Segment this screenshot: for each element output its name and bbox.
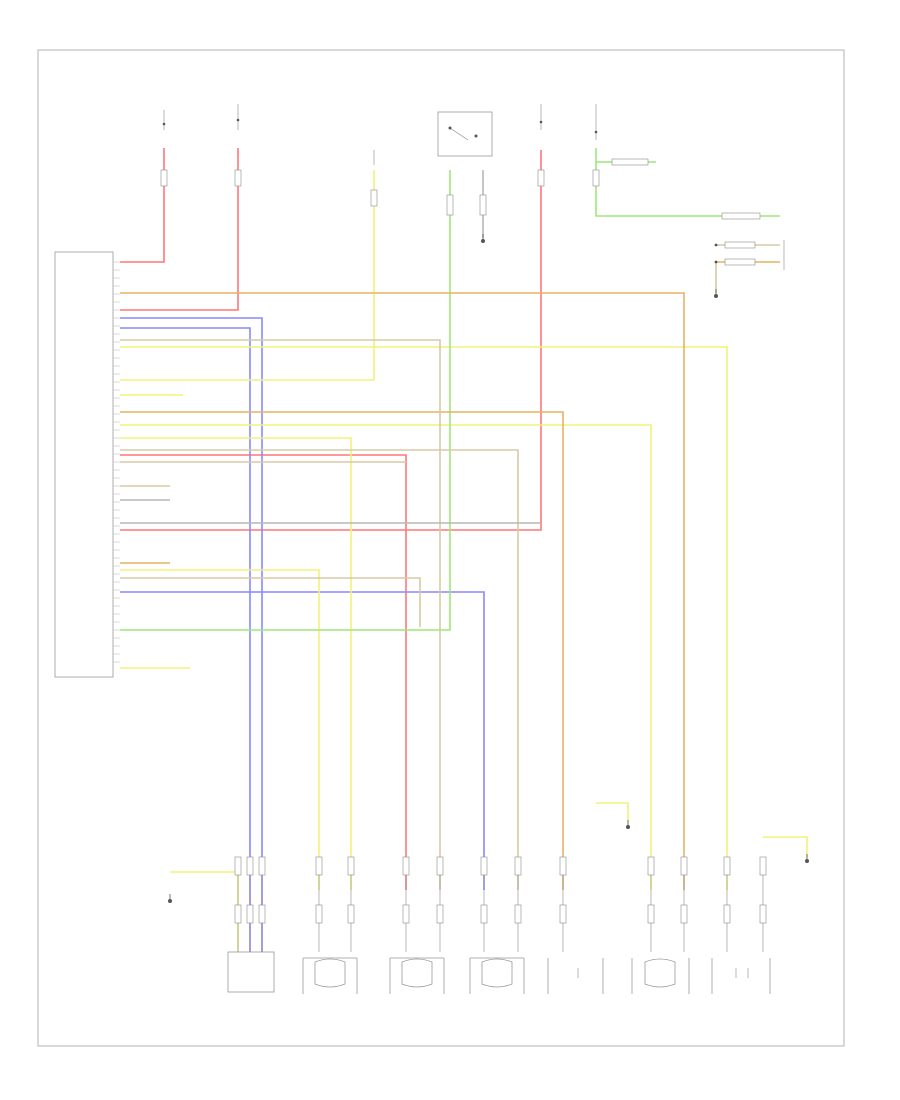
wire-tan-5 xyxy=(120,577,421,627)
speaker-rear-left xyxy=(469,957,525,994)
connector-lower xyxy=(436,904,444,924)
connector-lower xyxy=(347,904,355,924)
wire-yellow-3 xyxy=(120,424,652,890)
tweeter-front-right xyxy=(547,958,604,994)
control-module xyxy=(54,251,120,678)
wire-yellow-5 xyxy=(120,569,320,890)
ground-node xyxy=(626,825,630,829)
wire-tan-2 xyxy=(120,449,519,890)
wire-yellow-6 xyxy=(170,871,239,952)
connector-lower xyxy=(680,904,688,924)
wire-red-1 xyxy=(120,148,165,263)
connector-upper xyxy=(436,856,444,876)
wire-green-2 xyxy=(595,148,780,217)
wire-yellow-4 xyxy=(120,437,352,890)
connector-upper xyxy=(647,856,655,876)
connector-lower xyxy=(480,904,488,924)
connector-upper xyxy=(315,856,323,876)
junction-top-right xyxy=(592,104,785,270)
tweeter-front-left xyxy=(711,958,771,994)
ground-symbol-1 xyxy=(481,234,485,243)
switch-top xyxy=(370,150,378,207)
wire-blue-1 xyxy=(120,317,263,952)
connector-upper xyxy=(480,856,488,876)
speaker-front-left xyxy=(302,957,358,994)
ground-symbol-4 xyxy=(626,820,630,829)
ground-symbol-3 xyxy=(168,894,172,903)
ground-symbol-2 xyxy=(714,289,718,298)
wire-yellow-9 xyxy=(596,802,629,822)
connector-lower xyxy=(723,904,731,924)
speaker-rear-right xyxy=(631,958,690,994)
connector-upper xyxy=(514,856,522,876)
connector-lower xyxy=(759,904,767,924)
connector-lower xyxy=(315,904,323,924)
connector-lower xyxy=(514,904,522,924)
grounds xyxy=(168,234,809,903)
ground-symbol-5 xyxy=(805,854,809,863)
connector-upper xyxy=(347,856,355,876)
connector-upper xyxy=(246,856,254,876)
wire-red-2 xyxy=(120,148,239,311)
connector-lower xyxy=(402,904,410,924)
connector-upper xyxy=(559,856,567,876)
connector-lower xyxy=(258,904,266,924)
relay-top xyxy=(437,111,493,216)
wire-tan-1 xyxy=(120,339,441,890)
ground-node xyxy=(168,899,172,903)
connector-upper xyxy=(402,856,410,876)
connector-upper xyxy=(680,856,688,876)
connector-lower xyxy=(647,904,655,924)
wire-orange-1 xyxy=(120,292,685,890)
connector-lower xyxy=(246,904,254,924)
module-pins xyxy=(113,261,120,663)
relay-box xyxy=(437,111,493,157)
fuse-3 xyxy=(537,104,545,187)
wire-blue-3 xyxy=(120,327,251,952)
wire-yellow-2 xyxy=(120,346,728,890)
ground-node xyxy=(805,859,809,863)
sensor-driver-seat xyxy=(227,951,275,993)
control-module-box xyxy=(54,251,114,678)
ground-node xyxy=(714,294,718,298)
wire-yellow-1 xyxy=(120,170,375,381)
wire-blue-2 xyxy=(120,591,485,890)
connector-lower xyxy=(234,904,242,924)
bottom-connectors xyxy=(234,856,767,952)
connector-lower xyxy=(559,904,567,924)
ground-node xyxy=(481,239,485,243)
speaker-front-right xyxy=(389,957,445,994)
wires xyxy=(120,148,808,952)
fuse-1 xyxy=(160,110,168,187)
diagram-frame xyxy=(37,49,845,1047)
wire-green-1 xyxy=(120,170,451,631)
wire-red-3 xyxy=(120,150,542,531)
connector-upper xyxy=(723,856,731,876)
wire-red-4 xyxy=(120,454,407,890)
fuse-2 xyxy=(234,104,242,187)
connector-upper xyxy=(258,856,266,876)
wire-orange-2 xyxy=(120,411,564,890)
connector-upper xyxy=(234,856,242,876)
wire-yellow-8 xyxy=(763,836,808,858)
connector-upper xyxy=(759,856,767,876)
